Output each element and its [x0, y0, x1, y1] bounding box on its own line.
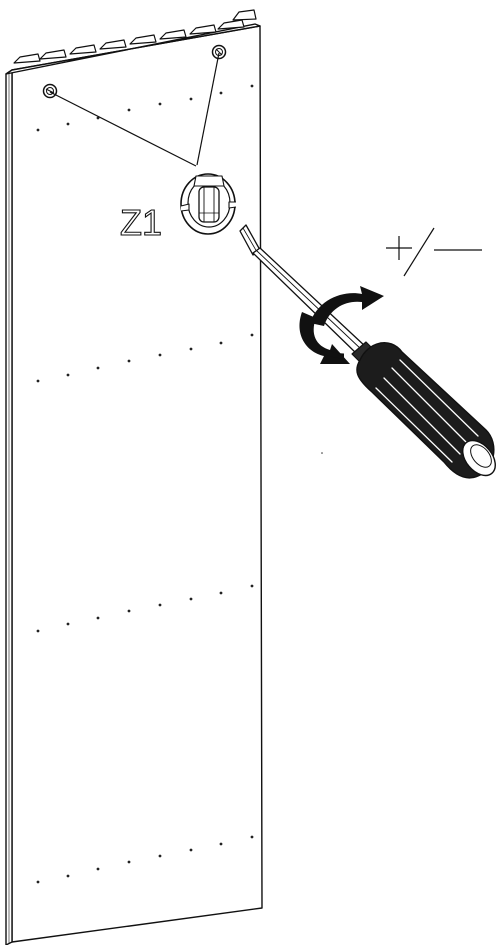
plus-minus-glyphs [386, 227, 482, 277]
screw-right-icon [211, 44, 227, 60]
stray-mark [321, 452, 323, 454]
cam-lock-fitting-icon [180, 173, 237, 235]
rotation-arrow-icon [299, 286, 384, 364]
screwdriver-icon [239, 224, 496, 479]
hole-row-2 [36, 333, 254, 383]
adjust-label: +/— [386, 227, 482, 277]
panel-front-face [11, 25, 263, 943]
panel-top-edge [5, 23, 261, 75]
leader-lines [49, 52, 220, 167]
hole-row-4 [36, 835, 254, 884]
cabinet-panel [5, 23, 263, 945]
part-label-z1: Z1 [120, 202, 162, 243]
screw-left-icon [42, 83, 58, 99]
panel-top-teeth [13, 9, 257, 64]
hole-row-3 [36, 584, 254, 633]
